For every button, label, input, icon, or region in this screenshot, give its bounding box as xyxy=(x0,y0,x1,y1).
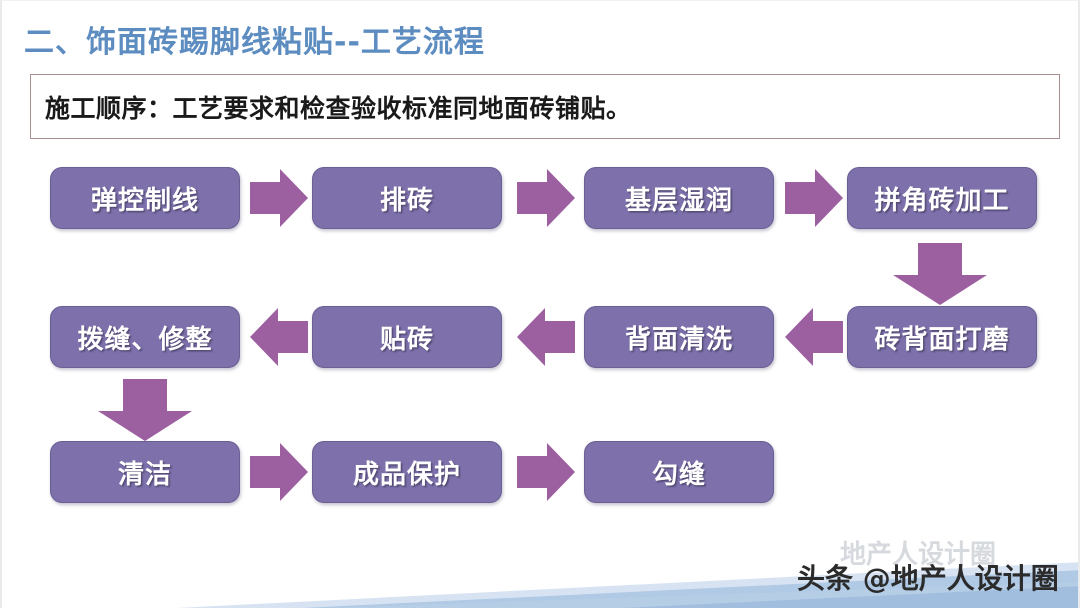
arrow-right-2 xyxy=(517,167,575,229)
arrow-right-5 xyxy=(517,441,575,503)
arrow-left-2 xyxy=(517,306,575,368)
flow-node-baofengxiuzheng[interactable]: 拨缝、修整 xyxy=(50,306,240,368)
flow-node-beimianqingxi[interactable]: 背面清洗 xyxy=(584,306,774,368)
flow-node-label: 清洁 xyxy=(117,459,172,490)
flow-node-label: 背面清洗 xyxy=(624,324,733,355)
flow-node-zhuanbeimiandamo[interactable]: 砖背面打磨 xyxy=(847,306,1037,368)
flow-node-qingjie[interactable]: 清洁 xyxy=(50,441,240,503)
note-box: 施工顺序：工艺要求和检查验收标准同地面砖铺贴。 xyxy=(30,74,1060,139)
flow-node-label: 拨缝、修整 xyxy=(77,324,213,355)
flow-node-paizhuan[interactable]: 排砖 xyxy=(312,167,502,229)
arrow-left-1 xyxy=(250,306,308,368)
arrow-right-4 xyxy=(250,441,308,503)
arrow-down-1 xyxy=(890,243,990,305)
watermark: 头条 @地产人设计圈 xyxy=(797,562,1059,595)
flow-node-label: 贴砖 xyxy=(379,324,434,355)
flow-node-label: 基层湿润 xyxy=(624,185,733,216)
flow-node-tiezhuan[interactable]: 贴砖 xyxy=(312,306,502,368)
flow-node-label: 拼角砖加工 xyxy=(874,185,1010,216)
page-title: 二、饰面砖踢脚线粘贴--工艺流程 xyxy=(24,25,485,60)
flow-node-label: 排砖 xyxy=(379,185,434,216)
flow-node-label: 勾缝 xyxy=(651,459,706,490)
arrow-right-1 xyxy=(250,167,308,229)
flow-node-dankongzhixian[interactable]: 弹控制线 xyxy=(50,167,240,229)
watermark-ghost: 地产人设计圈 xyxy=(840,540,997,570)
arrow-left-3 xyxy=(785,306,843,368)
flow-node-chengpinbaohu[interactable]: 成品保护 xyxy=(312,441,502,503)
flow-node-jicengshirun[interactable]: 基层湿润 xyxy=(584,167,774,229)
flow-node-goufeng[interactable]: 勾缝 xyxy=(584,441,774,503)
arrow-right-3 xyxy=(785,167,843,229)
note-text: 施工顺序：工艺要求和检查验收标准同地面砖铺贴。 xyxy=(45,93,632,123)
arrow-down-2 xyxy=(95,379,195,441)
flow-node-label: 成品保护 xyxy=(352,459,461,490)
flow-node-label: 砖背面打磨 xyxy=(874,324,1010,355)
flow-node-pinjiaozhuanjiagong[interactable]: 拼角砖加工 xyxy=(847,167,1037,229)
flow-node-label: 弹控制线 xyxy=(90,185,199,216)
